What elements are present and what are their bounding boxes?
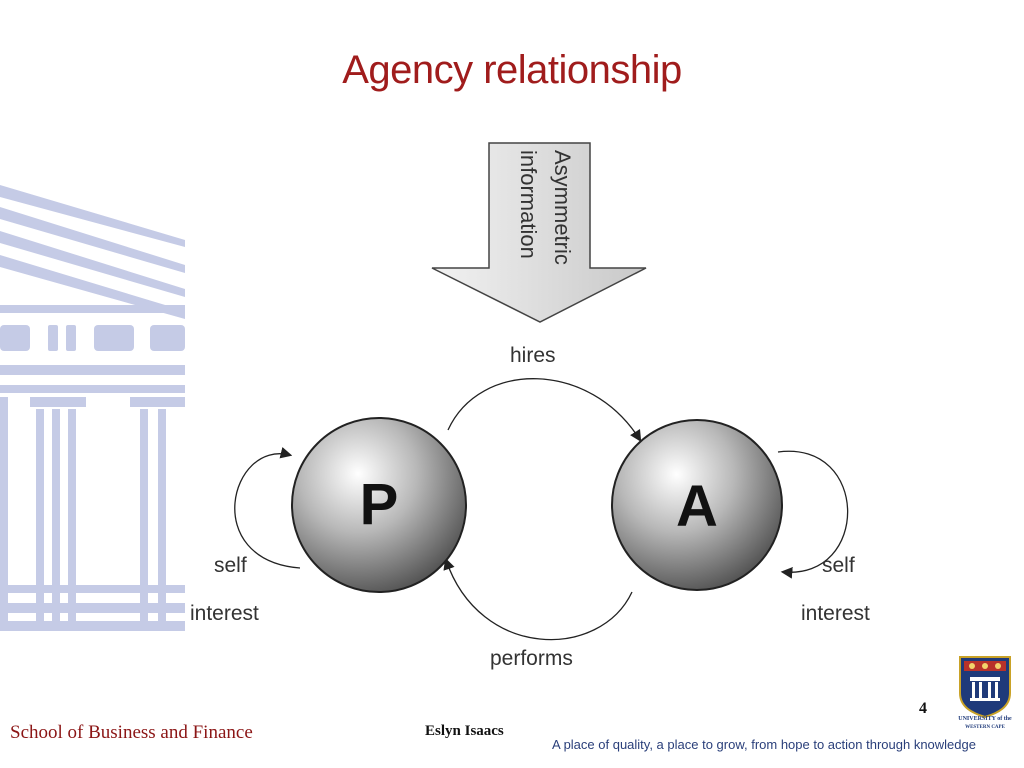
principal-node <box>291 417 467 593</box>
performs-arrow <box>443 557 633 641</box>
slide-number: 4 <box>919 700 927 717</box>
agent-node <box>611 419 783 591</box>
agent-label: A <box>676 474 718 539</box>
building-watermark <box>0 185 185 631</box>
slide-title: Agency relationship <box>342 48 682 92</box>
arrow-label-line2: information <box>516 150 541 259</box>
logo-text-western-cape: WESTERN CAPE <box>965 725 1005 730</box>
arrow-label-line1: Asymmetric <box>550 150 575 265</box>
principal-self-label: self <box>214 554 247 577</box>
university-crest-logo <box>959 656 1011 719</box>
principal-interest-label: interest <box>190 602 259 625</box>
agent-self-label: self <box>822 554 855 577</box>
logo-text-university: UNIVERSITY of the <box>958 716 1012 722</box>
footer-author: Eslyn Isaacs <box>425 723 504 739</box>
agent-interest-label: interest <box>801 602 870 625</box>
asymmetric-information-arrow <box>431 142 647 323</box>
performs-label: performs <box>490 647 573 670</box>
principal-self-interest-arrow <box>234 447 301 569</box>
footer-tagline: A place of quality, a place to grow, fro… <box>552 737 976 752</box>
footer-school-name: School of Business and Finance <box>10 722 253 743</box>
hires-arrow <box>447 378 642 442</box>
agency-diagram: Asymmetric information hires performs P … <box>190 142 870 670</box>
agent-self-interest-arrow <box>777 450 849 579</box>
hires-label: hires <box>510 344 556 367</box>
principal-label: P <box>360 472 399 537</box>
